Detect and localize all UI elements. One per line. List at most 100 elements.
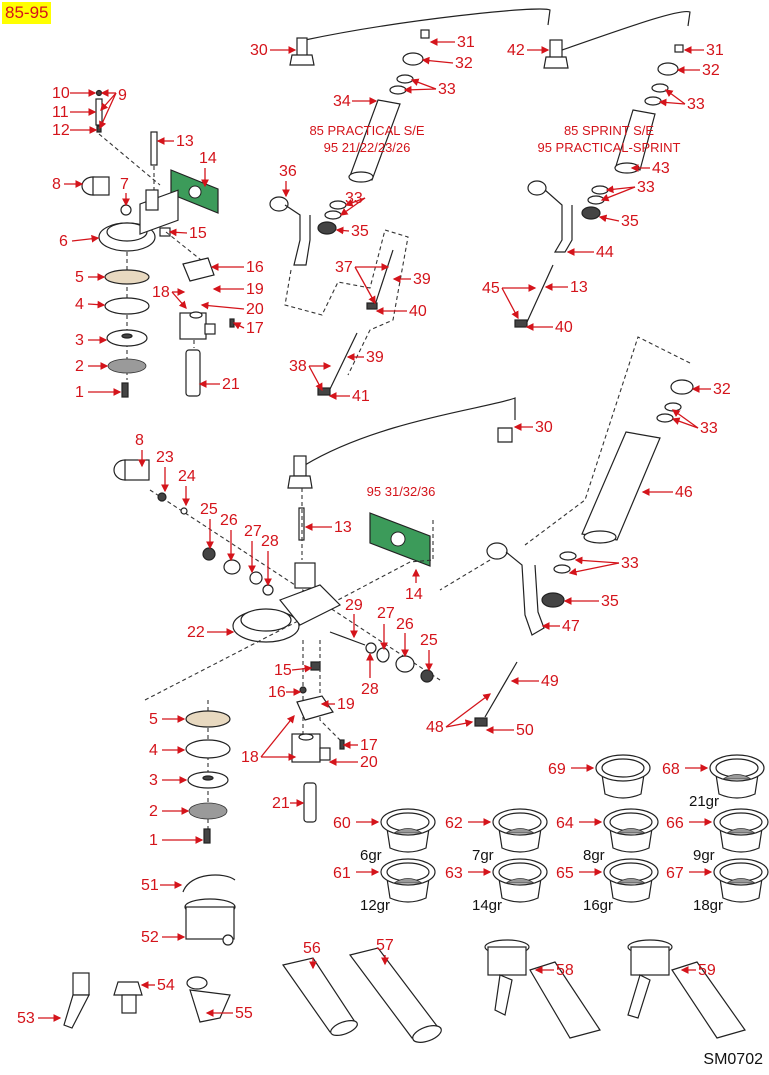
part-28a (262, 584, 274, 596)
callout-number-58: 58 (556, 962, 574, 979)
callout-number-12: 12 (52, 122, 70, 139)
part-26a (223, 559, 241, 575)
callout-number-14: 14 (405, 586, 423, 603)
leader-arrow-20 (200, 301, 245, 310)
part-washer-33 (396, 74, 414, 84)
part-screw-1 (121, 382, 129, 398)
callout-number-21: 21 (222, 376, 240, 393)
callout-number-33: 33 (438, 81, 456, 98)
part-elbow-47 (486, 542, 545, 636)
part-portafilter-59 (627, 939, 746, 1039)
filter-basket-67: 67 18gr (666, 858, 769, 914)
leader-arrow-4 (87, 300, 106, 309)
part-16b (299, 686, 307, 694)
part-rod-13 (150, 131, 158, 166)
basket-number-63: 63 (445, 865, 463, 882)
callout-number-29: 29 (345, 597, 363, 614)
part-tube-21b (303, 782, 317, 823)
callout-number-1: 1 (149, 832, 158, 849)
callout-number-1: 1 (75, 384, 84, 401)
part-nut-31 (420, 29, 430, 39)
leader-arrow-33 (671, 417, 699, 429)
callout-number-50: 50 (516, 722, 534, 739)
callout-number-13: 13 (570, 279, 588, 296)
leader-arrow-33 (574, 556, 620, 565)
part-plate-19b (296, 695, 334, 721)
part-screen-2b (188, 802, 228, 820)
callout-number-25: 25 (200, 501, 218, 518)
part-tube-21 (185, 349, 201, 397)
callout-number-2: 2 (149, 803, 158, 820)
callout-number-6: 6 (59, 233, 68, 250)
variant-label-top-middle-2: 95 21/22/23/26 (324, 140, 411, 155)
callout-number-35: 35 (621, 213, 639, 230)
leader-arrow-45 (501, 287, 519, 320)
callout-number-32: 32 (702, 62, 720, 79)
part-solenoid-18 (179, 257, 216, 340)
part-screw-15 (159, 227, 171, 237)
leader-arrow-15 (291, 664, 313, 673)
part-26b (395, 655, 415, 673)
part-fitting-30 (289, 37, 315, 66)
variant-label-center: 95 31/32/36 (367, 484, 436, 499)
leader-arrow-48 (445, 693, 492, 728)
callout-number-18: 18 (241, 749, 259, 766)
callout-number-54: 54 (157, 977, 175, 994)
leader-arrow-33 (410, 78, 437, 90)
top-right-filter-assembly (514, 10, 691, 328)
part-fitting-35c (541, 592, 565, 608)
part-screen-2 (107, 358, 147, 374)
part-24 (180, 507, 188, 515)
callout-number-4: 4 (149, 742, 158, 759)
basket-number-68: 68 (662, 761, 680, 778)
part-fitting-32 (402, 52, 424, 66)
part-nut-54 (113, 981, 143, 1014)
callout-number-19: 19 (246, 281, 264, 298)
part-25b (420, 669, 434, 683)
callout-number-41: 41 (352, 388, 370, 405)
callout-number-16: 16 (246, 259, 264, 276)
callout-number-31: 31 (457, 34, 475, 51)
part-screw-17 (229, 318, 235, 328)
part-spring-51 (182, 874, 236, 893)
callout-number-38: 38 (289, 358, 307, 375)
callout-number-25: 25 (420, 632, 438, 649)
part-gasket-5 (104, 269, 150, 285)
callout-number-28: 28 (261, 533, 279, 550)
leader-arrow-18 (171, 291, 187, 309)
callout-number-18: 18 (152, 284, 170, 301)
callout-number-28: 28 (361, 681, 379, 698)
part-tube-39b (317, 332, 358, 396)
leader-arrow-18 (260, 714, 295, 758)
leader-arrow-32 (421, 56, 454, 65)
variant-labels: 85 PRACTICAL S/E 95 21/22/23/26 85 SPRIN… (309, 123, 680, 499)
callout-number-22: 22 (187, 624, 205, 641)
part-handle-56 (281, 957, 358, 1036)
leader-arrow-33 (671, 409, 699, 429)
callout-number-8: 8 (52, 176, 61, 193)
callout-number-35: 35 (351, 223, 369, 240)
basket-number-61: 61 (333, 865, 351, 882)
part-tube-13b (514, 264, 554, 328)
part-disc-3 (106, 329, 148, 347)
basket-weight-67: 18gr (693, 897, 723, 914)
part-tube-39a (366, 249, 394, 310)
leader-arrow-15 (168, 228, 188, 237)
leader-arrow-33 (344, 197, 366, 207)
callout-number-23: 23 (156, 449, 174, 466)
callout-number-32: 32 (713, 381, 731, 398)
part-oring-27a (249, 571, 263, 585)
basket-number-60: 60 (333, 815, 351, 832)
leader-arrow-33 (664, 89, 686, 105)
part-cap-8 (81, 176, 110, 196)
callout-number-3: 3 (149, 772, 158, 789)
basket-number-67: 67 (666, 865, 684, 882)
callout-number-11: 11 (52, 104, 69, 121)
